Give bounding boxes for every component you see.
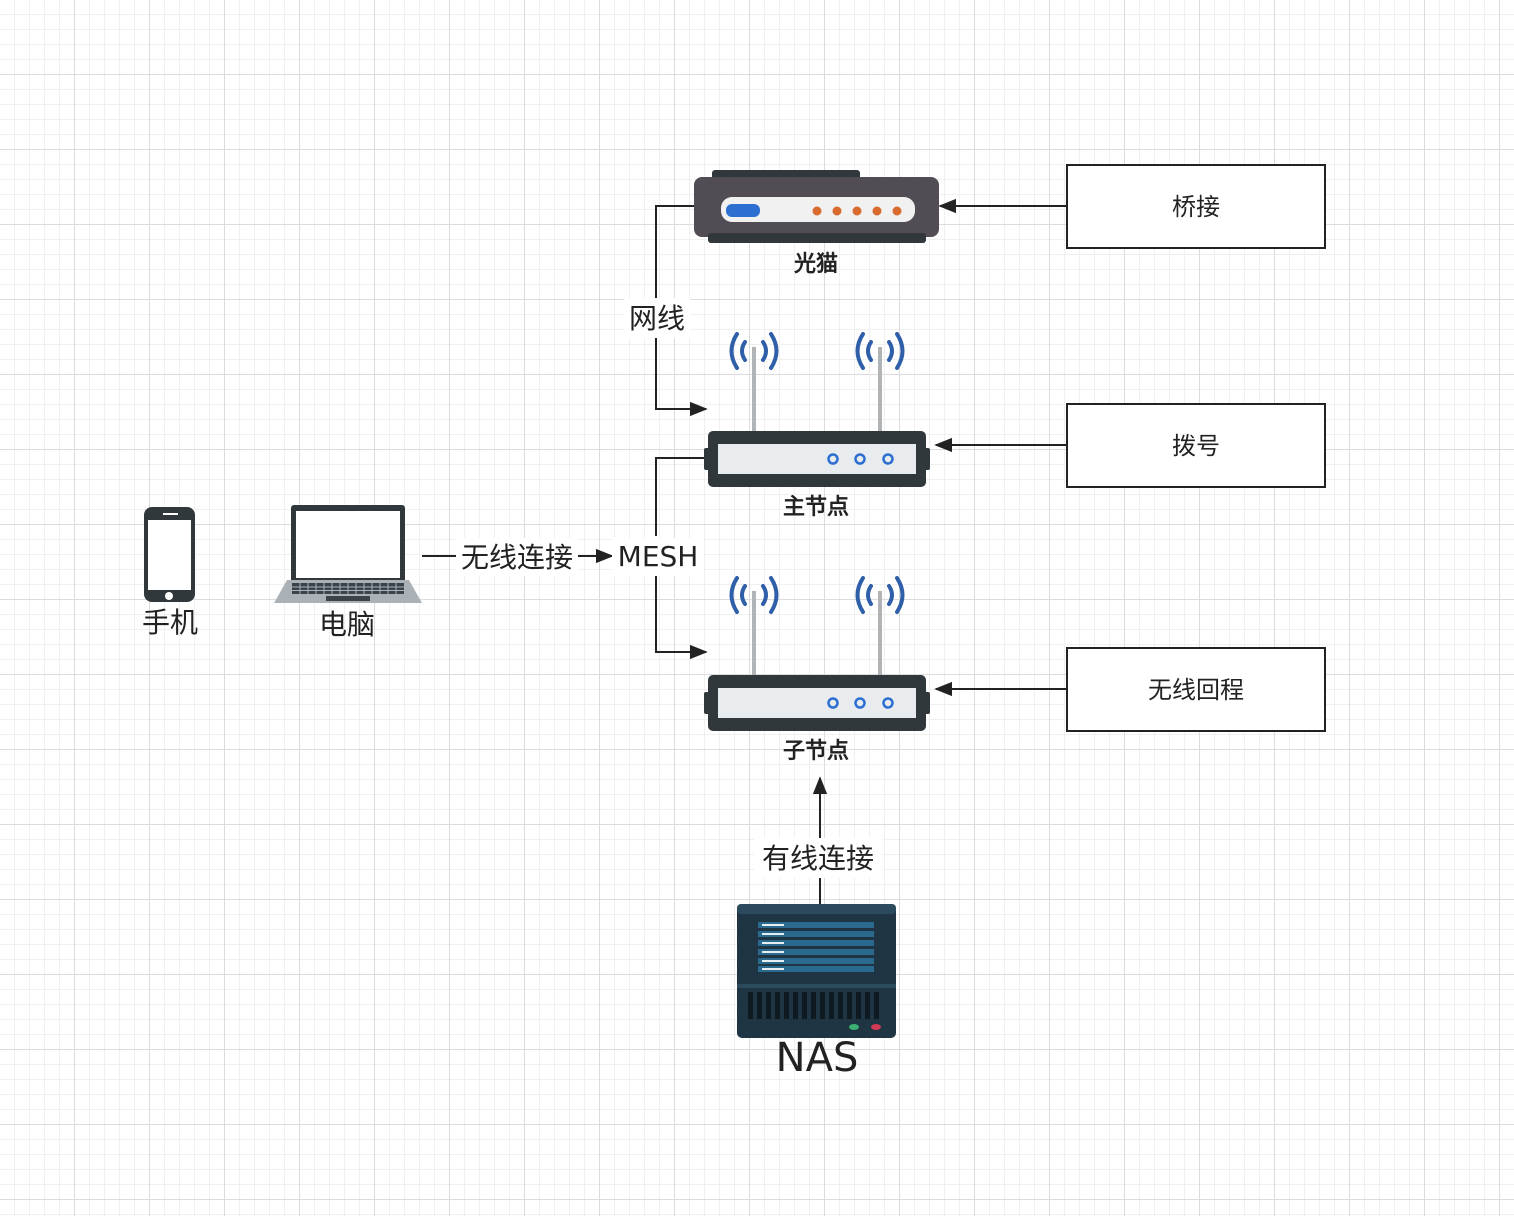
- edge-mesh-to-sub-node: [655, 576, 708, 660]
- edge-label-wired-connect: 有线连接: [762, 842, 874, 875]
- mesh-label: MESH: [618, 540, 699, 573]
- optical-modem-icon[interactable]: [694, 170, 939, 243]
- laptop-icon[interactable]: [274, 505, 422, 603]
- edge-label-network-cable: 网线: [629, 302, 685, 335]
- wifi-signal-icon: [855, 332, 905, 370]
- note-dialup-text: 拨号: [1172, 432, 1220, 460]
- note-wireless-backhaul[interactable]: 无线回程: [1066, 647, 1326, 732]
- phone-icon[interactable]: [144, 507, 195, 602]
- nas-label: NAS: [776, 1035, 859, 1081]
- main-node-router-icon[interactable]: [704, 332, 930, 487]
- note-bridge-text: 桥接: [1172, 193, 1220, 221]
- wifi-signal-icon: [729, 332, 779, 370]
- phone-label: 手机: [142, 606, 198, 639]
- note-dialup[interactable]: 拨号: [1066, 403, 1326, 488]
- note-wireless-backhaul-text: 无线回程: [1148, 676, 1244, 704]
- nas-server-icon[interactable]: [737, 904, 896, 1038]
- main-node-label: 主节点: [783, 494, 849, 520]
- wifi-signal-icon: [855, 576, 905, 614]
- note-bridge[interactable]: 桥接: [1066, 164, 1326, 249]
- sub-node-label: 子节点: [783, 738, 849, 764]
- edge-label-wireless-connect: 无线连接: [461, 541, 573, 574]
- sub-node-router-icon[interactable]: [704, 576, 930, 731]
- modem-label: 光猫: [793, 252, 838, 277]
- wifi-signal-icon: [729, 576, 779, 614]
- edge-mesh-to-main-node: [655, 457, 706, 536]
- laptop-label: 电脑: [319, 608, 375, 641]
